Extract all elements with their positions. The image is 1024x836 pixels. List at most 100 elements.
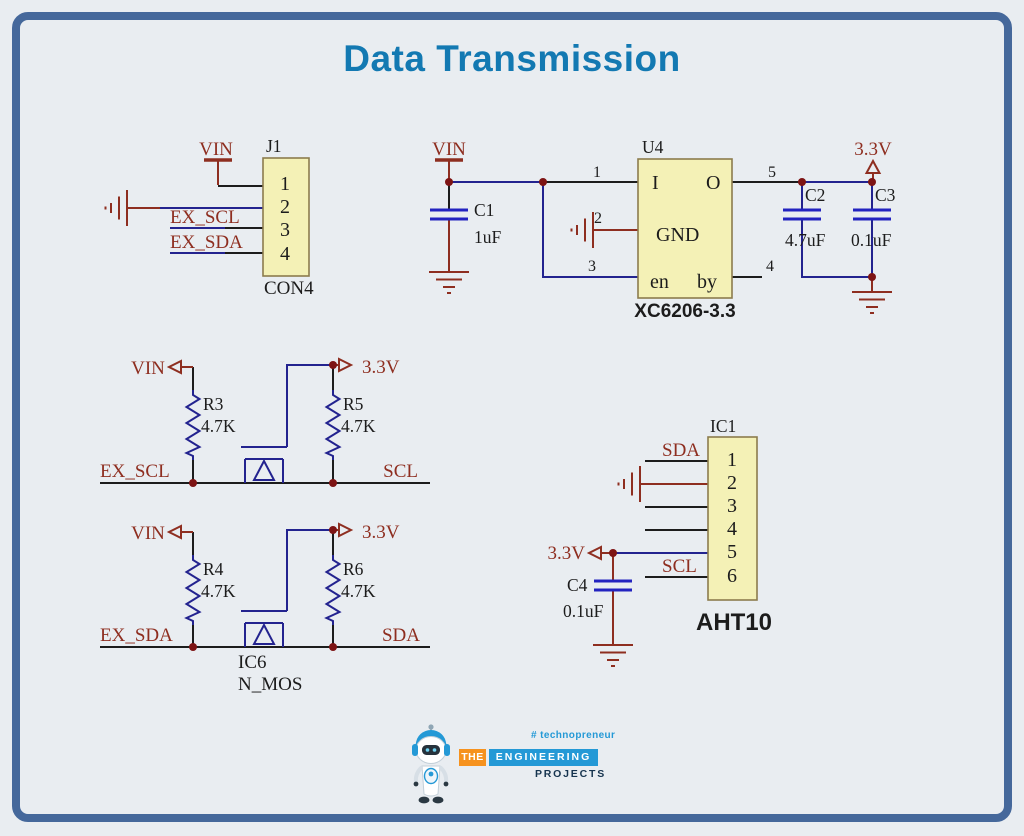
- junction-dot: [329, 361, 337, 369]
- resistor-r5-ref: R5: [343, 394, 364, 414]
- junction-dot: [329, 643, 337, 651]
- sensor-pin-5: 5: [727, 541, 737, 563]
- pin-number-5: 5: [768, 164, 776, 181]
- power-3v3-arrow-icon: [338, 358, 352, 372]
- net-label-3v3: 3.3V: [362, 357, 400, 378]
- junction-dot: [445, 178, 453, 186]
- capacitor-c4-icon: [592, 579, 634, 592]
- net-label-vin: VIN: [199, 139, 233, 160]
- capacitor-c1-icon: [428, 208, 470, 221]
- logo-word-the: THE: [459, 749, 486, 766]
- sensor-pin-3: 3: [727, 495, 737, 517]
- regulator-pin-by: by: [697, 271, 717, 293]
- junction-dot: [798, 178, 806, 186]
- resistor-r6-value: 4.7K: [341, 581, 376, 601]
- connector-pin-4: 4: [280, 243, 290, 265]
- logo-tagline: # technopreneur: [531, 730, 616, 741]
- sensor-ref: IC1: [710, 416, 736, 436]
- capacitor-c1-value: 1uF: [474, 227, 502, 247]
- connector-wires: [127, 158, 263, 254]
- regulator-pin-en: en: [650, 271, 669, 293]
- resistor-r3-ref: R3: [203, 394, 224, 414]
- connector-pin-2: 2: [280, 196, 290, 218]
- net-label-ex-sda: EX_SDA: [100, 625, 173, 646]
- regulator-u4: VIN 3.3V C1 1uF 1 2 3 5 4 U4 I O GND en …: [428, 137, 896, 322]
- capacitor-c4-ref: C4: [567, 575, 588, 595]
- page-title: Data Transmission: [343, 38, 681, 79]
- net-label-sda: SDA: [662, 440, 700, 461]
- ground-icon: [428, 271, 470, 294]
- logo: # technopreneur THE ENGINEERING PROJECTS: [400, 716, 615, 811]
- junction-dot: [189, 479, 197, 487]
- resistor-r4-icon: [185, 554, 201, 626]
- sensor-wires: [602, 460, 708, 645]
- sensor-pin-4: 4: [727, 518, 737, 540]
- sensor-aht10: IC1 1 2 3 4 5 6 SDA SCL 3.3V C4 0.1uF AH…: [548, 416, 772, 667]
- regulator-pin-o: O: [706, 172, 720, 194]
- junction-dot: [868, 273, 876, 281]
- net-label-sda: SDA: [382, 625, 420, 646]
- junction-dot: [329, 526, 337, 534]
- pin-number-1: 1: [593, 164, 601, 181]
- resistor-r5-value: 4.7K: [341, 416, 376, 436]
- power-3v3-arrow-icon: [588, 546, 602, 560]
- resistor-r4-value: 4.7K: [201, 581, 236, 601]
- mosfet-ref: IC6: [238, 652, 267, 673]
- net-label-3v3: 3.3V: [548, 543, 586, 564]
- sensor-body: [707, 436, 758, 601]
- regulator-pin-gnd: GND: [656, 224, 699, 246]
- junction-dot: [609, 549, 617, 557]
- net-label-scl: SCL: [662, 556, 697, 577]
- capacitor-c2-value: 4.7uF: [785, 230, 826, 250]
- junction-dot: [189, 643, 197, 651]
- sensor-pin-6: 6: [727, 565, 737, 587]
- pin-number-3: 3: [588, 258, 596, 275]
- level-shifter-scl: VIN 3.3V R3 4.7K R5 4.7K EX_SCL SCL: [100, 357, 430, 487]
- ground-icon: [592, 644, 634, 667]
- resistor-r6-icon: [325, 554, 341, 626]
- level-shifter-sda: VIN 3.3V R4 4.7K R6 4.7K EX_SDA SDA IC6 …: [100, 522, 430, 695]
- resistor-r3-value: 4.7K: [201, 416, 236, 436]
- capacitor-c3-icon: [851, 208, 893, 221]
- capacitor-c2-icon: [781, 208, 823, 221]
- sensor-pin-2: 2: [727, 472, 737, 494]
- junction-dot: [539, 178, 547, 186]
- ground-icon: [570, 211, 594, 249]
- connector-body: [262, 157, 310, 277]
- capacitor-c3-value: 0.1uF: [851, 230, 892, 250]
- power-3v3-arrow-icon: [338, 523, 352, 537]
- pin-number-2: 2: [594, 210, 602, 227]
- ground-icon: [617, 465, 641, 503]
- power-3v3-icon: [865, 160, 881, 174]
- net-label-3v3: 3.3V: [854, 139, 892, 160]
- net-label-vin: VIN: [131, 523, 165, 544]
- power-vin-arrow-icon: [168, 360, 182, 374]
- regulator-wires: [435, 158, 874, 292]
- mosfet-icon: [240, 610, 288, 648]
- capacitor-c3-ref: C3: [875, 185, 896, 205]
- ground-icon: [104, 189, 128, 227]
- resistor-r3-icon: [185, 389, 201, 461]
- logo-word-projects: PROJECTS: [535, 768, 606, 780]
- net-label-ex-scl: EX_SCL: [170, 207, 240, 228]
- resistor-r5-icon: [325, 389, 341, 461]
- regulator-ref: U4: [642, 137, 664, 157]
- net-label-3v3: 3.3V: [362, 522, 400, 543]
- sensor-pin-1: 1: [727, 449, 737, 471]
- net-label-ex-scl: EX_SCL: [100, 461, 170, 482]
- robot-mascot-icon: [412, 724, 450, 804]
- capacitor-c2-ref: C2: [805, 185, 825, 205]
- capacitor-c4-value: 0.1uF: [563, 601, 604, 621]
- resistor-r4-ref: R4: [203, 559, 224, 579]
- junction-dot: [868, 178, 876, 186]
- regulator-part-number: XC6206-3.3: [634, 301, 735, 322]
- logo-word-engineering: ENGINEERING: [489, 749, 598, 766]
- regulator-body: [637, 158, 733, 299]
- net-label-vin: VIN: [131, 358, 165, 379]
- mosfet-part: N_MOS: [238, 674, 302, 695]
- ground-icon: [851, 291, 893, 314]
- junction-dot: [329, 479, 337, 487]
- connector-ref: J1: [266, 136, 282, 156]
- power-vin-arrow-icon: [168, 525, 182, 539]
